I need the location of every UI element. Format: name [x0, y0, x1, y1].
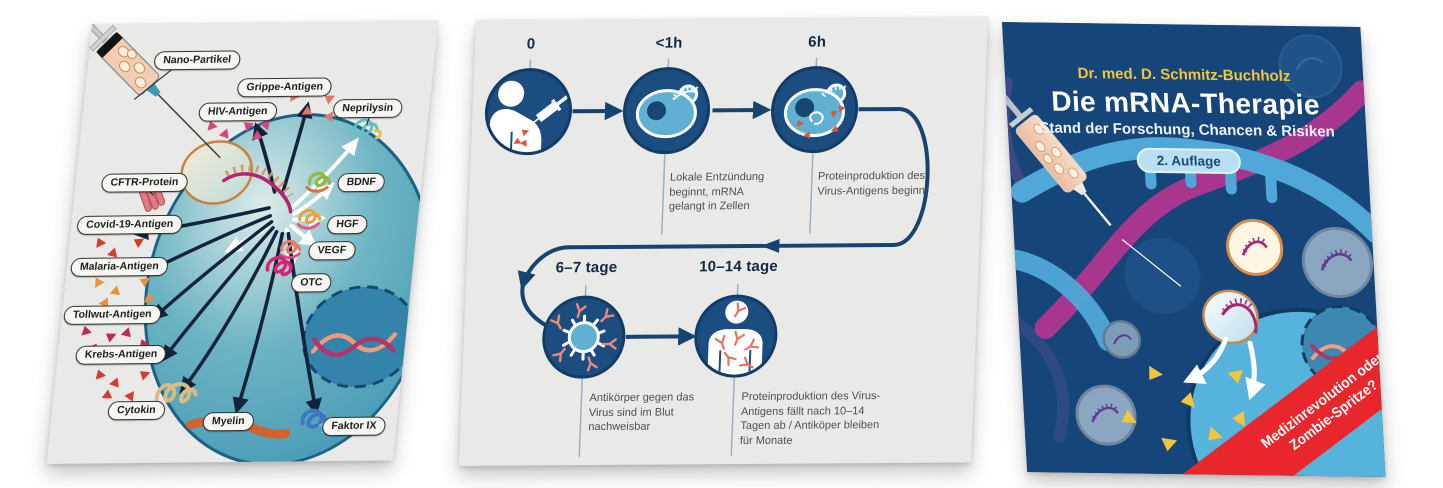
vesicle-entering-cell	[1202, 289, 1259, 345]
label-myelin: Myelin	[201, 411, 255, 432]
hgf-icon	[296, 208, 322, 230]
edition-badge: 2. Auflage	[1136, 147, 1242, 175]
cover-title: Die mRNA-Therapie	[1050, 85, 1321, 121]
cell-illustration	[143, 113, 434, 464]
cytokin-icon	[154, 382, 198, 405]
caption-step-6h: Proteinproduktion des Virus-Antigens beg…	[817, 169, 929, 198]
cover-author: Dr. med. D. Schmitz-Buchholz	[1077, 65, 1291, 85]
caption-step-1h: Lokale Entzündung beginnt, mRNA gelangt …	[668, 170, 765, 213]
connector-lines	[529, 57, 818, 458]
vegf-icon	[278, 239, 302, 260]
vesicle-cream	[1226, 218, 1284, 276]
label-faktor-ix: Faktor IX	[321, 416, 387, 437]
label-cftr-protein: CFTR-Protein	[100, 172, 189, 193]
label-bdnf: BDNF	[336, 172, 386, 193]
book-cover-illustration	[1002, 22, 1386, 477]
caption-step-6-7-tage: Antikörper gegen das Virus sind im Blut …	[588, 391, 695, 434]
label-grippe-antigen: Grippe-Antigen	[236, 77, 333, 98]
time-label-0: 0	[526, 35, 536, 53]
vesicle-steel-small	[1102, 320, 1142, 359]
needle-pointer-line	[1121, 239, 1182, 287]
label-malaria-antigen: Malaria-Antigen	[69, 256, 169, 278]
label-cytokin: Cytokin	[106, 400, 166, 421]
syringe-icon	[82, 20, 221, 159]
caption-step-10-14-tage: Proteinproduktion des Virus-Antigens fäl…	[739, 390, 881, 447]
time-label-10-14-tage: 10–14 tage	[698, 257, 779, 276]
uptake-arrows	[1183, 336, 1266, 401]
label-otc: OTC	[290, 273, 333, 293]
bdnf-icon	[305, 171, 332, 193]
cover-text-block: Dr. med. D. Schmitz-Buchholz Die mRNA-Th…	[1002, 22, 1369, 176]
cell-uptake-icon	[635, 84, 699, 139]
timeline-illustration	[484, 57, 930, 458]
vesicles	[1075, 218, 1374, 446]
label-krebs-antigen: Krebs-Antigen	[74, 344, 168, 365]
panel-book-cover: Dr. med. D. Schmitz-Buchholz Die mRNA-Th…	[1002, 22, 1386, 477]
neprilysin-icon	[353, 118, 382, 140]
label-hiv-antigen: HIV-Antigen	[197, 101, 278, 122]
otc-icon	[265, 255, 293, 277]
panel-mrna-applications: Nano-Partikel Grippe-Antigen HIV-Antigen…	[46, 20, 439, 464]
label-neprilysin: Neprilysin	[332, 98, 404, 119]
label-hgf: HGF	[326, 214, 369, 235]
label-nano-partikel: Nano-Partikel	[153, 50, 241, 71]
time-label-6h: 6h	[807, 33, 827, 51]
label-covid-antigen: Covid-19-Antigen	[76, 214, 184, 236]
vesicle-steel-large	[1301, 226, 1374, 298]
time-label-6-7-tage: 6–7 tage	[555, 258, 618, 277]
vesicle-steel-bottom	[1075, 384, 1137, 446]
protein-production-icon	[783, 83, 847, 139]
panel-timeline: 0 <1h 6h 6–7 tage 10–14 tage Lokale Entz…	[458, 16, 989, 466]
nano-particle-blob	[180, 140, 294, 214]
return-arrowhead	[761, 238, 780, 253]
time-label-1h: <1h	[655, 34, 683, 52]
label-tollwut-antigen: Tollwut-Antigen	[62, 304, 162, 326]
cover-syringe-icon	[1002, 91, 1112, 227]
mrna-applications-illustration	[81, 20, 434, 464]
label-vegf: VEGF	[307, 240, 357, 261]
antibody-virus-icon	[549, 303, 617, 372]
